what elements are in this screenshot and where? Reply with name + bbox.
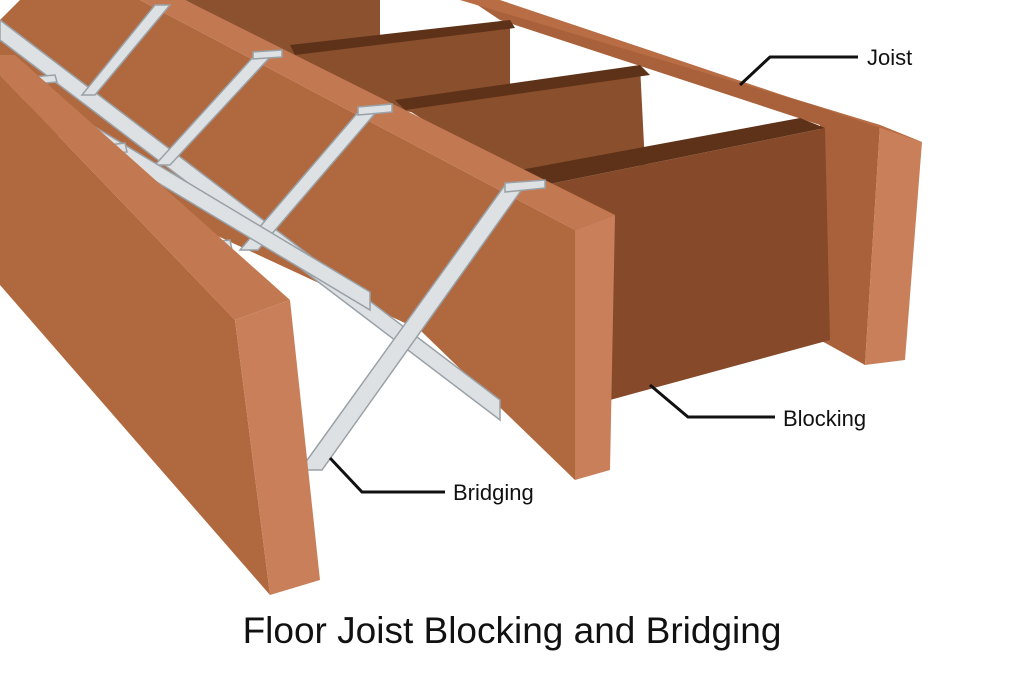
front-joist-top: [0, 55, 290, 320]
joist-leader-line: [738, 55, 858, 87]
blocking-back-3: [400, 65, 645, 180]
blocking-top-3: [520, 118, 825, 185]
blocking-back-1: [185, 0, 380, 50]
diagram-title: Floor Joist Blocking and Bridging: [242, 610, 782, 651]
blocking-front: [545, 128, 830, 400]
middle-joist-end: [575, 215, 615, 480]
front-joist-end: [235, 300, 320, 595]
right-joist-face: [470, 0, 880, 365]
front-joist-face: [0, 75, 270, 595]
bridging-label: Bridging: [453, 480, 534, 505]
right-joist-end: [865, 125, 922, 365]
blocking-top-2: [395, 65, 650, 110]
bridging-straps: [0, 4, 546, 471]
blocking-leader-line: [649, 383, 775, 419]
bridging-leader-line: [328, 456, 445, 494]
joist-label: Joist: [867, 45, 913, 70]
blocking-top: [290, 20, 515, 55]
blocking-label: Blocking: [783, 406, 867, 431]
